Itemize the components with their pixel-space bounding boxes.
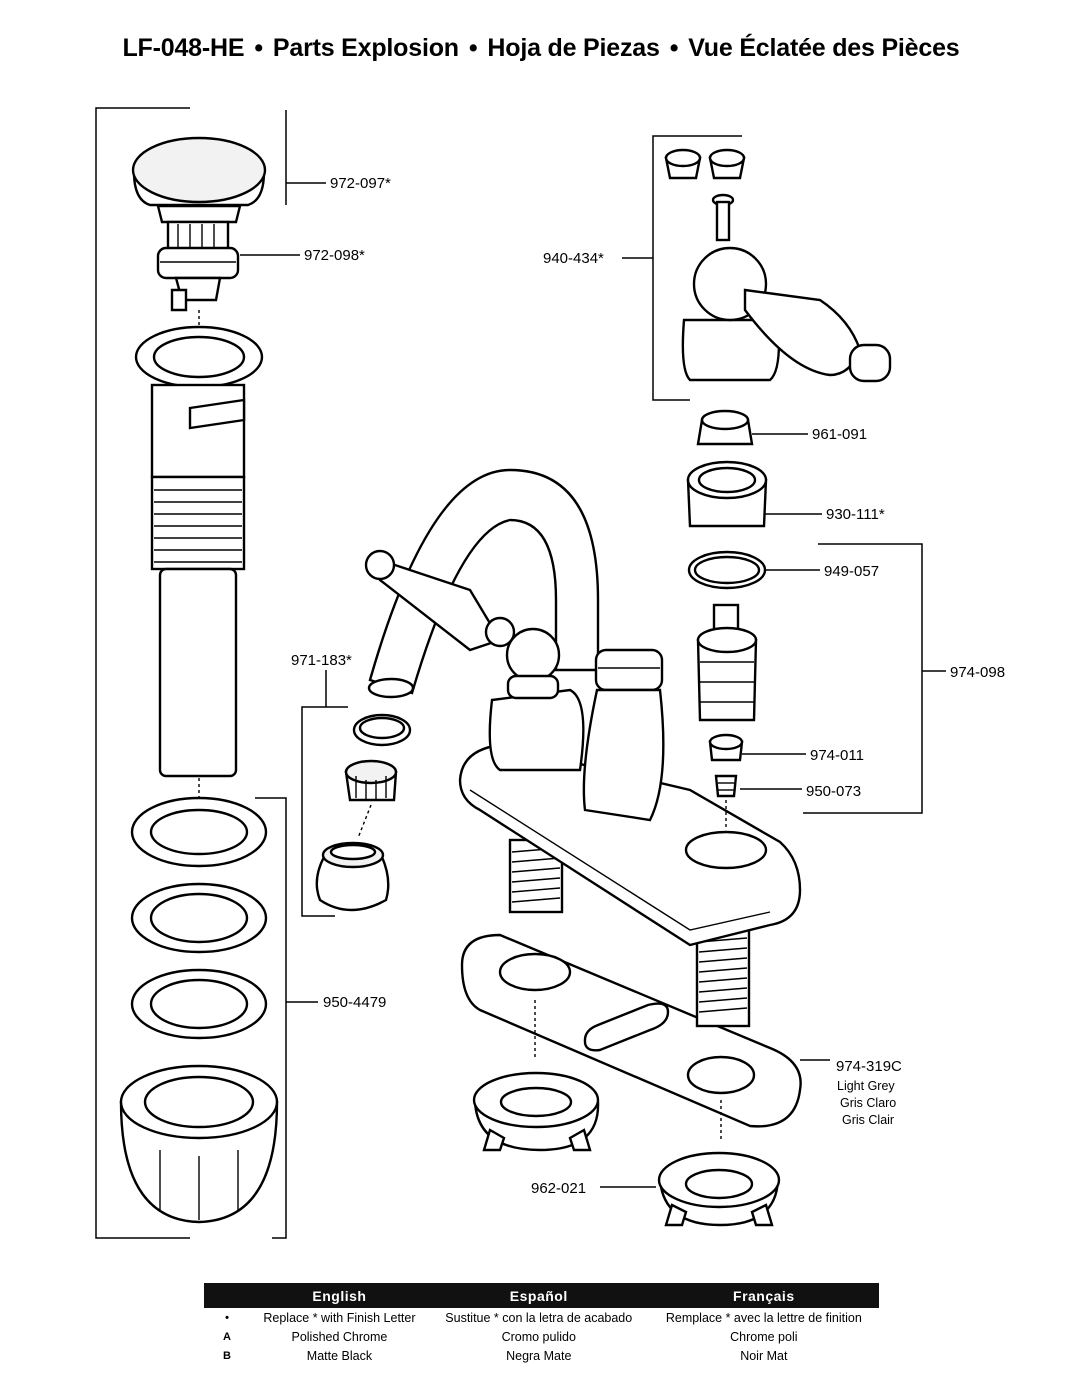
part-971-183-label: 971-183*: [291, 652, 352, 669]
locknut-right-illustration: [657, 1151, 781, 1227]
legend-header-key: [204, 1283, 250, 1308]
part-974-319C-french: Gris Clair: [842, 1113, 894, 1127]
left-handle-illustration: [364, 549, 585, 772]
handle-cartridge-stack: 940-434* 961-091: [543, 135, 1005, 830]
legend-key: A: [223, 1330, 231, 1343]
legend-header-spanish: Español: [428, 1283, 649, 1308]
stem-adapter-illustration: 961-091: [696, 409, 867, 446]
legend-spanish: Sustitue * con la letra de acabado: [445, 1310, 633, 1325]
title-spanish: Hoja de Piezas: [487, 34, 660, 62]
lever-handle-illustration: [681, 246, 892, 383]
cartridge-illustration: [696, 603, 758, 722]
bonnet-nut-illustration: 930-111*: [686, 460, 885, 528]
part-974-011-label: 974-011: [810, 747, 864, 764]
part-930-111-label: 930-111*: [826, 506, 885, 523]
part-950-4479-label: 950-4479: [323, 994, 386, 1011]
legend-french: Noir Mat: [740, 1348, 788, 1363]
faucet-base-illustration: [458, 743, 802, 947]
seat-illustration: 974-011: [708, 733, 864, 764]
shank-right-illustration: [695, 928, 751, 1028]
legend-header-english: English: [250, 1283, 429, 1308]
legend-header-french: Français: [648, 1283, 879, 1308]
legend-header-row: English Español Français: [204, 1283, 879, 1308]
drain-assembly: 972-097* 972-098* 950-4479: [95, 107, 391, 1239]
o-ring-illustration: 949-057: [687, 550, 879, 590]
part-974-319C-english: Light Grey: [837, 1079, 895, 1093]
legend-row: • Replace * with Finish Letter Sustitue …: [204, 1308, 879, 1327]
deck-plate-illustration: [460, 933, 802, 1128]
title-english: Parts Explosion: [272, 34, 459, 62]
stopper-stem-illustration: [156, 220, 240, 312]
legend-french: Remplace * avec la lettre de finition: [665, 1310, 862, 1325]
legend-french: Chrome poli: [730, 1329, 798, 1344]
part-940-434-label: 940-434*: [543, 250, 604, 267]
legend-row: B Matte Black Negra Mate Noir Mat: [204, 1346, 879, 1365]
legend-english: Matte Black: [306, 1348, 373, 1363]
aerator-insert-illustration: [344, 759, 398, 802]
spout-illustration: [367, 468, 665, 822]
title-separator: •: [669, 34, 679, 62]
spring-illustration: 950-073: [714, 774, 861, 800]
handle-screw-illustration: [711, 193, 735, 242]
title-separator: •: [468, 34, 478, 62]
part-961-091-label: 961-091: [812, 426, 867, 443]
drain-gaskets-illustration: [119, 796, 279, 1224]
part-974-319C-spanish: Gris Claro: [840, 1096, 896, 1110]
part-949-057-label: 949-057: [824, 563, 879, 580]
aerator-washer-illustration: [352, 713, 412, 747]
legend-english: Replace * with Finish Letter: [263, 1310, 416, 1325]
legend-spanish: Negra Mate: [506, 1348, 572, 1363]
legend-english: Polished Chrome: [291, 1329, 388, 1344]
legend-key: •: [225, 1311, 229, 1324]
part-962-021-label: 962-021: [531, 1180, 586, 1197]
legend-row: A Polished Chrome Cromo pulido Chrome po…: [204, 1327, 879, 1346]
faucet-body: [364, 468, 802, 1128]
legend-spanish: Cromo pulido: [501, 1329, 576, 1344]
part-950-073-label: 950-073: [806, 783, 861, 800]
part-972-097-label: 972-097*: [330, 175, 391, 192]
part-974-098-label: 974-098: [950, 664, 1005, 681]
page-title: LF-048-HE • Parts Explosion • Hoja de Piezas…: [0, 34, 1082, 63]
locknut-left-illustration: [472, 1071, 600, 1152]
aerator-assembly: 971-183*: [291, 652, 412, 917]
title-french: Vue Éclatée des Pièces: [688, 34, 960, 62]
stopper-cap-illustration: [131, 136, 267, 224]
part-974-319C-label: 974-319C: [836, 1058, 902, 1075]
title-separator: •: [254, 34, 263, 62]
drain-body-illustration: [134, 325, 264, 778]
finish-legend-table: English Español Français • Replace * wit…: [204, 1283, 879, 1365]
aerator-housing-illustration: [315, 841, 390, 912]
mounting-hardware: 974-319C Light Grey Gris Claro Gris Clai…: [472, 1000, 902, 1227]
index-buttons-illustration: [664, 148, 746, 180]
part-972-098-label: 972-098*: [304, 247, 365, 264]
legend-key: B: [223, 1349, 231, 1362]
title-model: LF-048-HE: [122, 34, 245, 62]
